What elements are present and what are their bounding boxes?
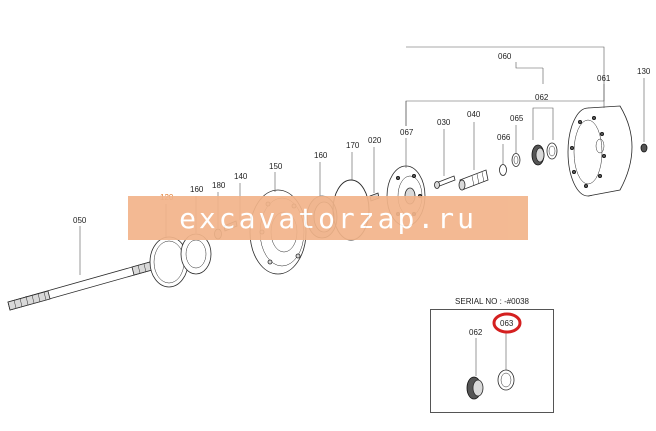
plug-130[interactable] <box>640 143 648 153</box>
watermark-text: excavatorzap.ru <box>179 201 477 235</box>
label-130: 130 <box>637 67 651 76</box>
bolt-030[interactable] <box>434 175 456 189</box>
shaft-050[interactable] <box>7 261 153 311</box>
label-160-right: 160 <box>314 151 328 160</box>
label-030: 030 <box>437 118 451 127</box>
label-180: 180 <box>212 181 226 190</box>
gearshaft-040[interactable] <box>458 169 489 191</box>
label-140: 140 <box>234 172 248 181</box>
inset-label-062: 062 <box>469 328 483 337</box>
snapring-065[interactable] <box>511 153 521 167</box>
label-170: 170 <box>346 141 360 150</box>
leader-062 <box>532 107 554 140</box>
label-061: 061 <box>597 74 611 83</box>
hub-061[interactable] <box>567 105 633 197</box>
label-050: 050 <box>73 216 87 225</box>
label-065: 065 <box>510 114 524 123</box>
label-060: 060 <box>498 52 512 61</box>
label-067: 067 <box>400 128 414 137</box>
serial-inset-box <box>430 309 554 413</box>
inset-bearing-062[interactable] <box>466 376 484 400</box>
inset-label-063: 063 <box>500 319 514 328</box>
ring-066[interactable] <box>499 164 507 176</box>
label-020: 020 <box>368 136 382 145</box>
label-150: 150 <box>269 162 283 171</box>
label-040: 040 <box>467 110 481 119</box>
callout-ring-063 <box>492 312 522 334</box>
label-160-left: 160 <box>190 185 204 194</box>
label-062: 062 <box>535 93 549 102</box>
label-066: 066 <box>497 133 511 142</box>
bearing-062[interactable] <box>531 142 558 166</box>
seal-160-left[interactable] <box>180 233 212 275</box>
leader-060 <box>515 62 543 69</box>
watermark-band: excavatorzap.ru <box>128 196 528 240</box>
serial-number: SERIAL NO : -#0038 <box>455 297 529 306</box>
